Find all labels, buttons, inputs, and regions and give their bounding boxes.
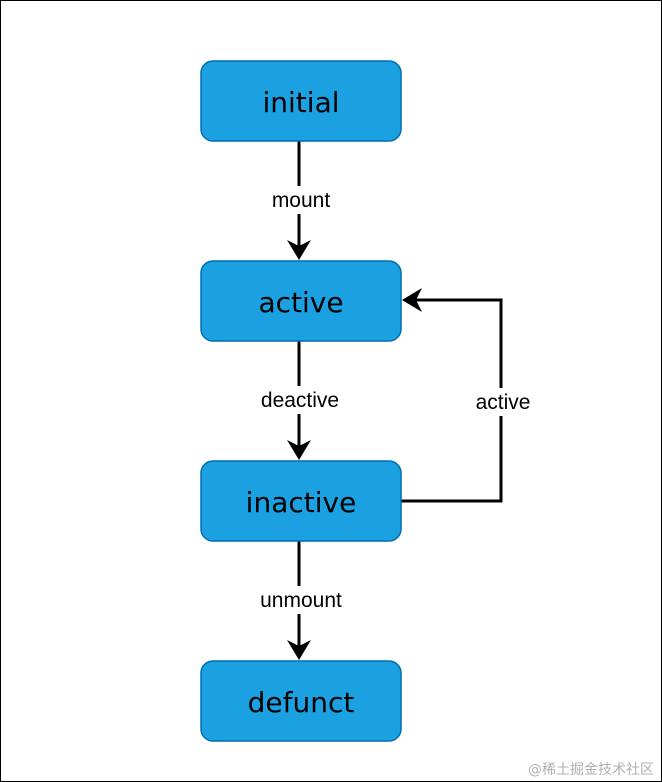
edge-active-label: active [476, 391, 531, 414]
edge-unmount-label: unmount [260, 589, 342, 612]
edge-active-label-bg [466, 388, 538, 416]
edge-unmount-label-bg [248, 586, 352, 614]
edge-active: active [401, 288, 538, 503]
edge-deactive-label-bg [250, 386, 350, 414]
node-initial-box[interactable] [200, 60, 402, 142]
node-active[interactable]: active [200, 260, 402, 342]
edge-deactive-arrowhead [287, 440, 311, 460]
node-inactive[interactable]: inactive [200, 460, 402, 542]
node-initial[interactable]: initial [200, 60, 402, 142]
edge-mount: mount [262, 141, 338, 260]
node-defunct[interactable]: defunct [200, 660, 402, 742]
edge-deactive: deactive [250, 341, 350, 460]
edge-active-arrowhead [402, 288, 422, 312]
watermark-text: @稀土掘金技术社区 [528, 762, 654, 778]
edge-mount-label: mount [272, 189, 331, 212]
node-active-label: active [258, 286, 343, 319]
node-defunct-box[interactable] [200, 660, 402, 742]
node-defunct-label: defunct [248, 686, 355, 719]
node-active-box[interactable] [200, 260, 402, 342]
edge-mount-arrowhead [287, 240, 311, 260]
edge-deactive-label: deactive [261, 389, 339, 412]
edge-unmount-arrowhead [287, 640, 311, 660]
node-inactive-label: inactive [246, 486, 357, 519]
node-initial-label: initial [263, 86, 340, 119]
edge-mount-label-bg [262, 186, 338, 214]
node-inactive-box[interactable] [200, 460, 402, 542]
edge-unmount: unmount [248, 541, 352, 660]
